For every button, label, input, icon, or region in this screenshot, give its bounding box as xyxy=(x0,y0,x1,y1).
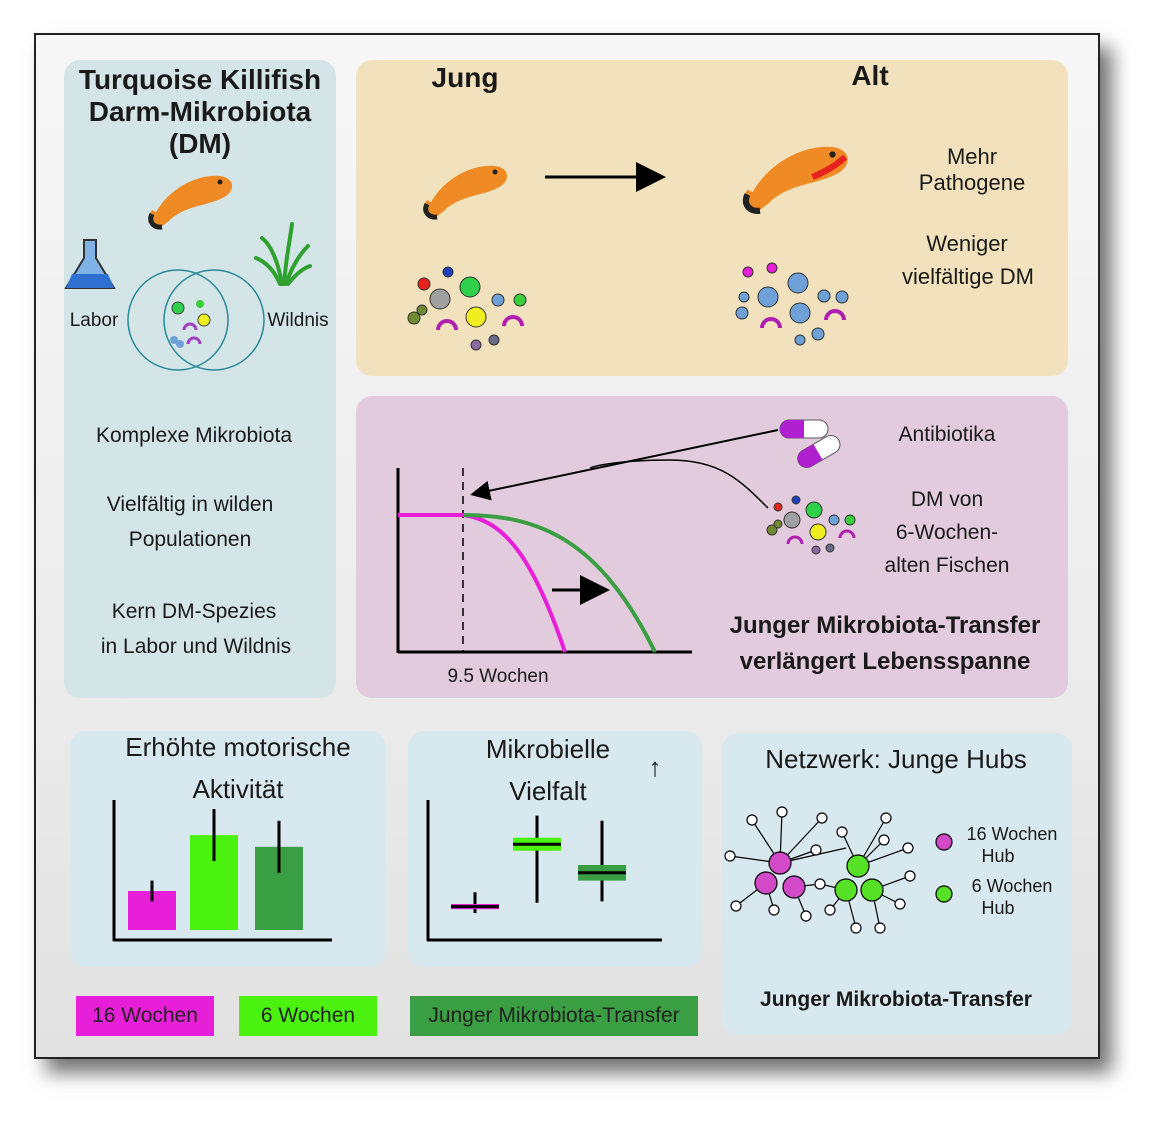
label-dm-3: alten Fischen xyxy=(884,554,1010,577)
network-node xyxy=(874,922,886,934)
network-footer: Junger Mikrobiota-Transfer xyxy=(760,988,1032,1011)
network-node-hub6 xyxy=(846,854,870,878)
hub16-label-1: 16 Wochen xyxy=(966,824,1058,844)
less-diverse-1: Weniger xyxy=(926,231,1008,256)
flask-icon xyxy=(64,239,116,289)
network-node xyxy=(724,850,736,862)
point-complex: Komplexe Mikrobiota xyxy=(95,424,293,447)
label-dm-1: DM von xyxy=(910,488,984,511)
legend-hub6-dot xyxy=(935,885,953,903)
label-wild: Wildnis xyxy=(267,310,329,331)
hub6-label-2: Hub xyxy=(981,898,1015,918)
label-lab: Labor xyxy=(69,310,119,331)
survival-chart xyxy=(396,429,779,654)
network-panel xyxy=(722,733,1072,1035)
survival-curve-magenta xyxy=(398,513,567,653)
network-node xyxy=(878,834,890,846)
increase-arrow-icon: ↑ xyxy=(648,752,662,782)
motor-bar-chart xyxy=(112,800,332,942)
network-node-hub6 xyxy=(834,878,858,902)
survival-curve-green xyxy=(462,513,657,653)
legend-6-wochen: 6 Wochen xyxy=(239,996,377,1036)
old-microbiota-cluster xyxy=(735,262,849,346)
old-fish-icon xyxy=(742,146,848,214)
young-fish-icon xyxy=(423,165,508,220)
network-node xyxy=(776,806,788,818)
network-node xyxy=(816,812,828,824)
network-node xyxy=(880,812,892,824)
network-node xyxy=(768,904,780,916)
point-diverse-2: Populationen xyxy=(128,528,252,551)
motor-title-1: Erhöhte motorische xyxy=(125,732,351,762)
network-node-hub16 xyxy=(782,875,806,899)
network-node xyxy=(904,870,916,882)
antibiotic-capsule-icon xyxy=(779,419,841,468)
transfer-microbiota-cluster xyxy=(766,495,856,555)
network-node xyxy=(836,826,848,838)
label-young: Jung xyxy=(431,62,499,93)
less-diverse-2: vielfältige DM xyxy=(901,264,1035,289)
more-pathogens-2: Pathogene xyxy=(918,170,1026,195)
label-dm-2: 6-Wochen- xyxy=(895,521,999,544)
xtick-label: 9.5 Wochen xyxy=(447,666,549,687)
conclusion-2: verlängert Lebensspanne xyxy=(739,648,1031,675)
network-node xyxy=(746,814,758,826)
young-microbiota-cluster xyxy=(407,266,527,351)
fish-icon xyxy=(148,175,233,230)
hub6-label-1: 6 Wochen xyxy=(971,876,1053,896)
hub-network xyxy=(724,806,953,934)
diversity-box-chart xyxy=(426,800,662,942)
network-node xyxy=(810,844,822,856)
legend-transfer: Junger Mikrobiota-Transfer xyxy=(410,996,698,1036)
network-node xyxy=(902,842,914,854)
legend-hub16-dot xyxy=(935,833,953,851)
network-node xyxy=(824,904,836,916)
left-panel xyxy=(64,60,336,698)
label-old: Alt xyxy=(851,60,889,91)
network-node-hub6 xyxy=(860,878,884,902)
network-node xyxy=(850,922,862,934)
network-node-hub16 xyxy=(768,851,792,875)
grass-icon xyxy=(254,222,312,286)
network-title: Netzwerk: Junge Hubs xyxy=(765,744,1027,774)
transfer-connector xyxy=(589,459,769,509)
left-panel-title: Turquoise Killifish Darm-Mikrobiota (DM) xyxy=(78,64,322,159)
network-node xyxy=(894,898,906,910)
network-node xyxy=(814,878,826,890)
venn-diagram xyxy=(127,269,265,371)
diversity-title-1: Mikrobielle xyxy=(485,734,611,764)
network-node-hub16 xyxy=(754,871,778,895)
network-node xyxy=(800,910,812,922)
diversity-title-2: Vielfalt xyxy=(509,776,587,806)
legend-16-wochen: 16 Wochen xyxy=(76,996,214,1036)
point-core-1: Kern DM-Spezies xyxy=(111,600,277,623)
transfer-panel xyxy=(356,396,1068,698)
hub16-label-2: Hub xyxy=(981,846,1015,866)
network-node xyxy=(730,900,742,912)
point-diverse-1: Vielfältig in wilden xyxy=(106,493,274,516)
motor-title-2: Aktivität xyxy=(192,774,284,804)
more-pathogens-1: Mehr xyxy=(946,144,998,169)
label-antibiotics: Antibiotika xyxy=(898,423,996,446)
point-core-2: in Labor und Wildnis xyxy=(100,635,292,658)
conclusion-1: Junger Mikrobiota-Transfer xyxy=(729,612,1041,639)
